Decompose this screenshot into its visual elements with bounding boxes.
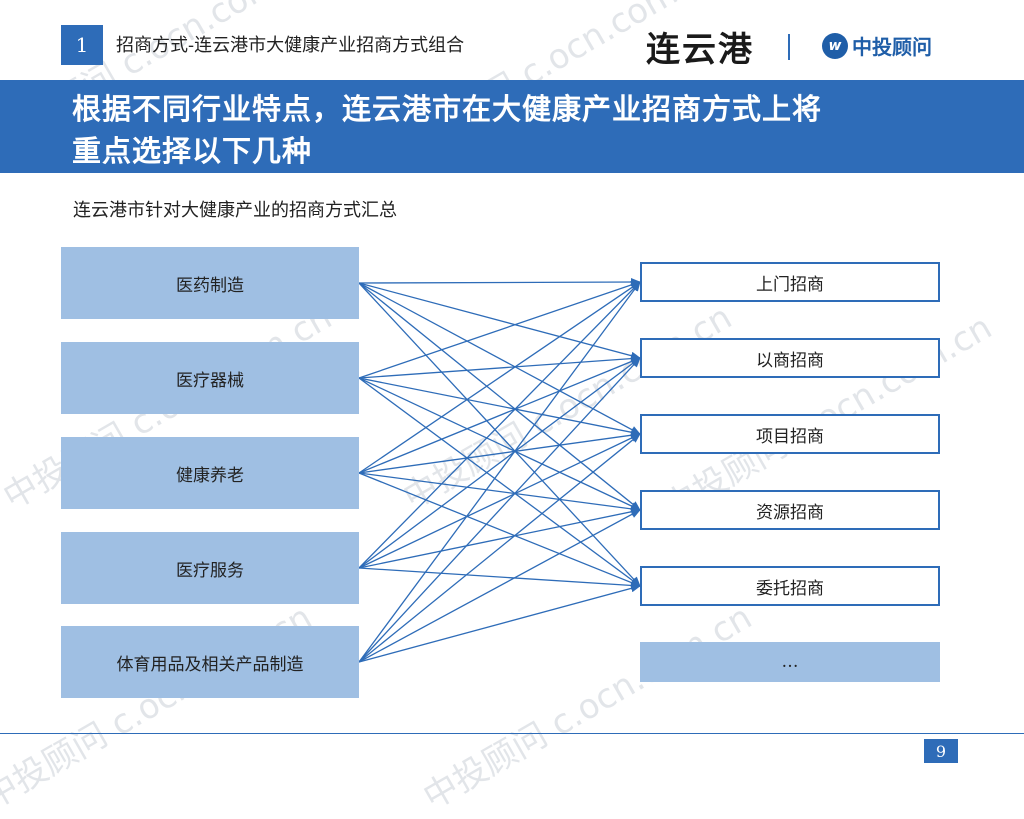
connection-arrow (358, 584, 641, 663)
connection-arrow (358, 431, 641, 474)
connection-arrow (358, 278, 641, 287)
headline-line-2: 重点选择以下几种 (72, 134, 313, 168)
zhongtou-logo: w 中投顾问 (822, 31, 932, 60)
header: 1 招商方式-连云港市大健康产业招商方式组合 连云港 w 中投顾问 (0, 0, 1024, 80)
page-title: 招商方式-连云港市大健康产业招商方式组合 (116, 35, 465, 56)
method-box: 上门招商 (640, 262, 940, 302)
connection-arrow (358, 282, 641, 587)
connection-arrow (358, 433, 641, 663)
industry-box: 医药制造 (61, 247, 359, 319)
industry-box: 医疗服务 (61, 532, 359, 604)
headline-line-1: 根据不同行业特点，连云港市在大健康产业招商方式上将 (72, 92, 823, 126)
method-box: 以商招商 (640, 338, 940, 378)
connection-arrow (358, 357, 641, 663)
connection-arrow (358, 282, 641, 360)
footer-rule (0, 733, 1024, 734)
industry-box: 健康养老 (61, 437, 359, 509)
connection-arrow (358, 377, 641, 437)
connection-arrow (358, 507, 641, 569)
connection-arrow (358, 433, 641, 569)
zhongtou-logo-text: 中投顾问 (852, 35, 932, 59)
diagram-subtitle: 连云港市针对大健康产业的招商方式汇总 (73, 200, 397, 221)
connection-arrow (358, 281, 641, 663)
industry-box: 医疗器械 (61, 342, 359, 414)
method-box: 委托招商 (640, 566, 940, 606)
connection-arrow (358, 282, 641, 435)
connection-arrow (358, 377, 641, 511)
connection-arrow (358, 472, 641, 513)
more-methods-box: … (640, 642, 940, 682)
method-box: 资源招商 (640, 490, 940, 530)
industry-box: 体育用品及相关产品制造 (61, 626, 359, 698)
zt-logo-icon: w (822, 32, 848, 59)
connection-arrow (358, 354, 641, 379)
connection-arrow (358, 281, 641, 569)
connection-diagram (358, 278, 641, 663)
connection-arrow (358, 472, 641, 587)
connection-arrow (358, 357, 641, 569)
connection-arrow (358, 282, 641, 511)
lianyungang-logo: 连云港 (646, 30, 754, 70)
connection-arrow (358, 567, 641, 590)
connection-arrow (358, 281, 641, 474)
connection-arrow (358, 357, 641, 474)
headline-text: 根据不同行业特点，连云港市在大健康产业招商方式上将 重点选择以下几种 (72, 88, 972, 172)
connection-arrow (358, 281, 641, 379)
headline-banner: 根据不同行业特点，连云港市在大健康产业招商方式上将 重点选择以下几种 (0, 80, 1024, 173)
connection-arrow (358, 377, 641, 587)
connection-arrow (358, 509, 641, 663)
page-number: 9 (924, 739, 958, 763)
section-number: 1 (61, 25, 103, 65)
method-box: 项目招商 (640, 414, 940, 454)
logo-divider (788, 34, 790, 60)
